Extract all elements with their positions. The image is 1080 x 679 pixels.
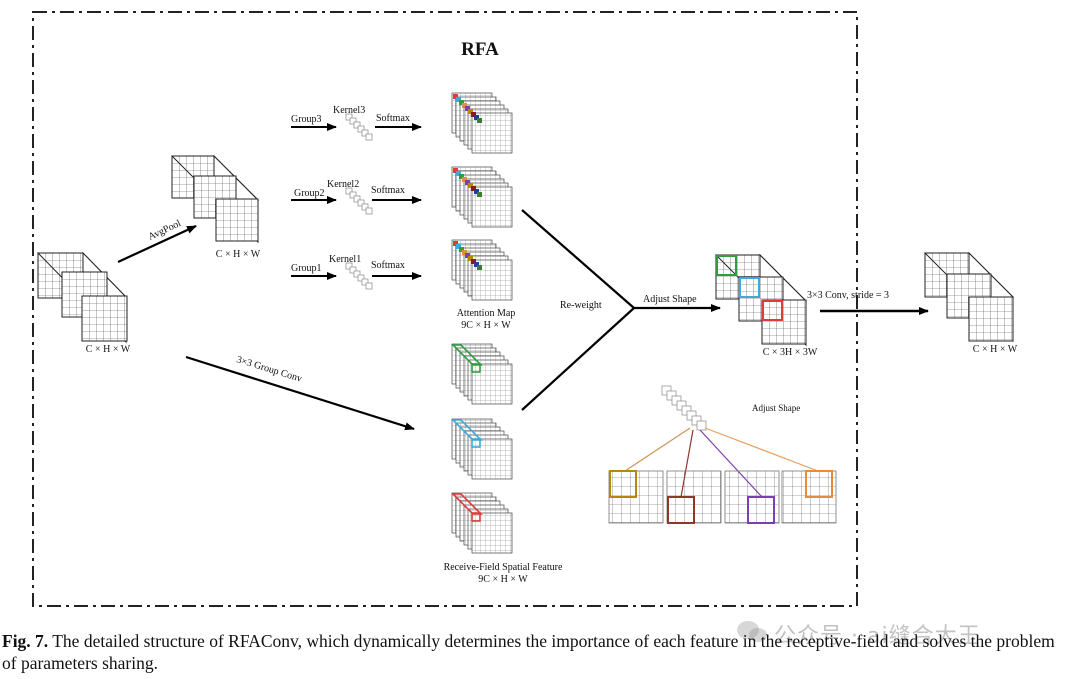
rf-feature-green (451, 343, 513, 405)
adjusted-red-window (762, 300, 783, 321)
attention-weight-cell (474, 262, 479, 267)
receptive-window-front (471, 438, 481, 448)
output-dims: C × H × W (973, 344, 1018, 355)
attention-weight-cell (453, 168, 458, 173)
watermark-text: 公众号 · ai缝合大王 (774, 624, 981, 649)
group-conv-arrow (185, 355, 415, 431)
attention-weight-cell (453, 94, 458, 99)
attention-weight-cell (456, 244, 461, 249)
input-dims: C × H × W (86, 344, 131, 355)
attention-weight-cell (474, 189, 479, 194)
reweight-merge (521, 209, 721, 411)
rf-feature-red (451, 492, 513, 554)
attention-weight-cell (459, 247, 464, 252)
attention-weight-cell (462, 103, 467, 108)
pooled-tensor (170, 154, 260, 244)
pooled-dims: C × H × W (216, 249, 261, 260)
rfa-frame (32, 11, 858, 607)
attention-weight-cell (471, 112, 476, 117)
receptive-window (451, 419, 483, 441)
detail-darkred-window (667, 496, 695, 524)
attention-weight-cell (462, 177, 467, 182)
group3-label: Group3 (291, 114, 322, 125)
softmax3-label: Softmax (376, 113, 410, 124)
rf-feature-blue (451, 418, 513, 480)
attention-weight-cell (477, 265, 482, 270)
receptive-window (451, 493, 483, 515)
conv-label: 3×3 Conv, stride = 3 (807, 290, 889, 301)
kernel2-label: Kernel2 (327, 179, 359, 190)
adjust-shape-detail-label: Adjust Shape (752, 403, 800, 413)
adjust-shape-label: Adjust Shape (643, 294, 697, 305)
attention-weight-cell (468, 256, 473, 261)
detail-kernel-stack (661, 385, 707, 431)
kernel1-stack (345, 262, 373, 290)
attention-weight-cell (456, 97, 461, 102)
branch-row-1: Group1 Kernel1 Softmax (291, 254, 422, 290)
attention-map-2 (451, 166, 513, 228)
attention-weight-cell (459, 174, 464, 179)
attention-weight-cell (477, 118, 482, 123)
reweight-label: Re-weight (560, 300, 602, 311)
attention-weight-cell (468, 109, 473, 114)
caption-label: Fig. 7. (2, 631, 49, 651)
attention-map-stacks (451, 92, 513, 301)
rf-feature-label: Receive-Field Spatial Feature (444, 562, 563, 573)
attention-map-3 (451, 92, 513, 154)
adjusted-green-window (716, 255, 737, 276)
attention-weight-cell (465, 180, 470, 185)
attention-map-dims: 9C × H × W (461, 320, 511, 331)
softmax2-label: Softmax (371, 185, 405, 196)
kernel3-stack (345, 113, 373, 141)
kernel3-label: Kernel3 (333, 105, 365, 116)
rf-feature-stacks (451, 343, 513, 554)
group1-label: Group1 (291, 263, 322, 274)
attention-weight-cell (465, 253, 470, 258)
attention-weight-cell (468, 183, 473, 188)
attention-weight-cell (471, 259, 476, 264)
caption-text: The detailed structure of RFAConv, which… (2, 631, 1055, 673)
attention-weight-cell (471, 186, 476, 191)
group2-label: Group2 (294, 188, 325, 199)
receptive-window-front (471, 363, 481, 373)
input-tensor (36, 251, 128, 344)
receptive-window (451, 344, 483, 366)
branch-row-3: Group3 Kernel3 Softmax (291, 105, 422, 141)
attention-weight-cell (465, 106, 470, 111)
attention-weight-cell (474, 115, 479, 120)
rf-feature-dims: 9C × H × W (478, 574, 528, 585)
rfa-title: RFA (461, 39, 499, 60)
branch-row-2: Group2 Kernel2 Softmax (291, 179, 422, 215)
group-conv-label: 3×3 Group Conv (235, 354, 303, 384)
attention-weight-cell (453, 241, 458, 246)
attention-weight-cell (462, 250, 467, 255)
receptive-window-front (471, 512, 481, 522)
attention-map-label: Attention Map (457, 308, 516, 319)
adjusted-tensor (714, 253, 808, 347)
detail-gold-window (609, 470, 637, 498)
output-tensor (923, 251, 1015, 343)
adjust-shape-detail (608, 385, 837, 524)
wechat-icon (737, 621, 767, 642)
attention-weight-cell (477, 192, 482, 197)
adjusted-blue-window (739, 277, 760, 298)
attention-weight-cell (456, 171, 461, 176)
attention-weight-cell (459, 100, 464, 105)
kernel2-stack (345, 187, 373, 215)
adjusted-dims: C × 3H × 3W (763, 347, 818, 358)
softmax1-label: Softmax (371, 260, 405, 271)
kernel1-label: Kernel1 (329, 254, 361, 265)
attention-map-1 (451, 239, 513, 301)
avgpool-arrow (117, 225, 197, 263)
figure-caption: Fig. 7. The detailed structure of RFACon… (2, 630, 1072, 674)
detail-purple-window (747, 496, 775, 524)
avgpool-label: AvgPool (147, 218, 183, 243)
detail-orange-window (805, 470, 833, 498)
